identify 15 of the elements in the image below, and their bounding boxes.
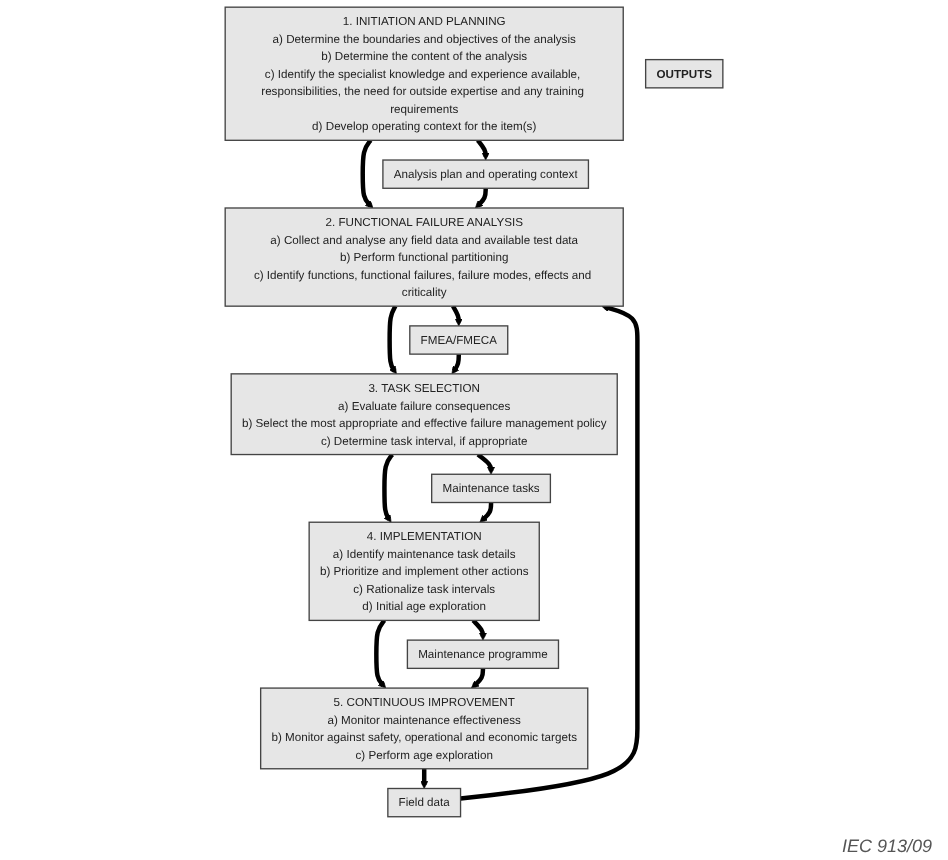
figure-reference: IEC 913/09 xyxy=(841,836,932,856)
arrow xyxy=(420,768,429,789)
arrow xyxy=(475,187,488,209)
arrow xyxy=(476,452,495,475)
arrow xyxy=(451,353,461,375)
arrow xyxy=(460,304,640,801)
arrow xyxy=(382,453,394,523)
arrow xyxy=(451,305,463,327)
arrow xyxy=(479,501,494,523)
arrow xyxy=(387,305,398,375)
arrow xyxy=(471,618,487,641)
arrow xyxy=(471,667,486,689)
arrow xyxy=(475,138,490,161)
arrow xyxy=(374,619,387,689)
arrow xyxy=(360,138,374,209)
